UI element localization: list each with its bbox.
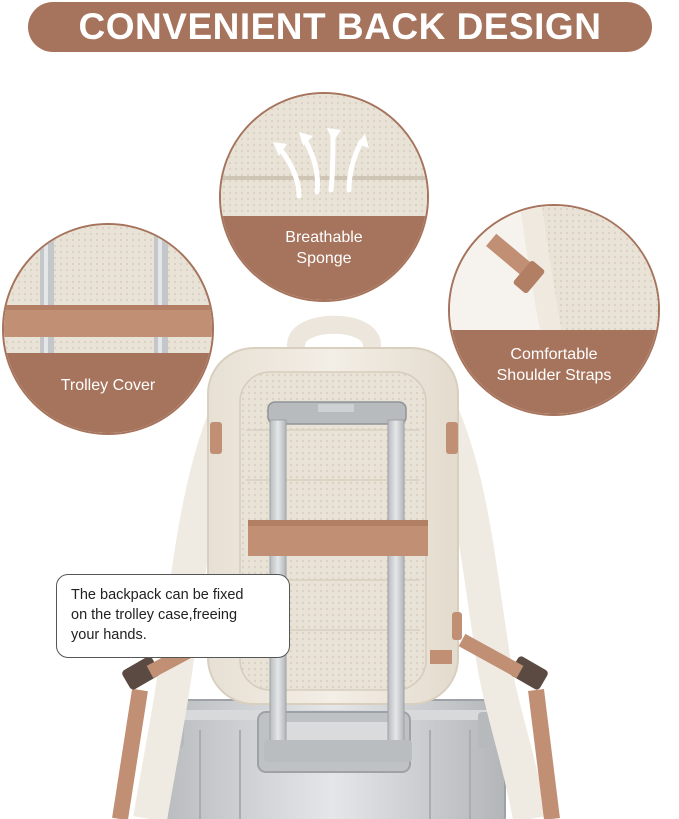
- callout-label: Trolley Cover: [4, 353, 212, 433]
- note-line: The backpack can be fixed: [71, 587, 244, 603]
- callout-label-line: Sponge: [296, 250, 352, 267]
- callout-label-line: Comfortable: [510, 346, 598, 363]
- note-line: on the trolley case,freeing: [71, 607, 238, 623]
- page-title: CONVENIENT BACK DESIGN: [28, 2, 652, 52]
- callout-breathable-sponge: Breathable Sponge: [219, 92, 429, 302]
- callout-shoulder-straps: Comfortable Shoulder Straps: [448, 204, 660, 416]
- callout-label: Comfortable Shoulder Straps: [450, 330, 658, 414]
- airflow-arrows-icon: [278, 133, 364, 199]
- note-line: your hands.: [71, 627, 147, 643]
- info-note: The backpack can be fixed on the trolley…: [56, 574, 290, 658]
- callout-label-line: Shoulder Straps: [496, 367, 612, 384]
- callout-label-line: Breathable: [285, 229, 363, 246]
- trolley-handle: [264, 401, 412, 762]
- callout-trolley-cover: Trolley Cover: [2, 223, 214, 435]
- callout-label: Breathable Sponge: [221, 216, 427, 300]
